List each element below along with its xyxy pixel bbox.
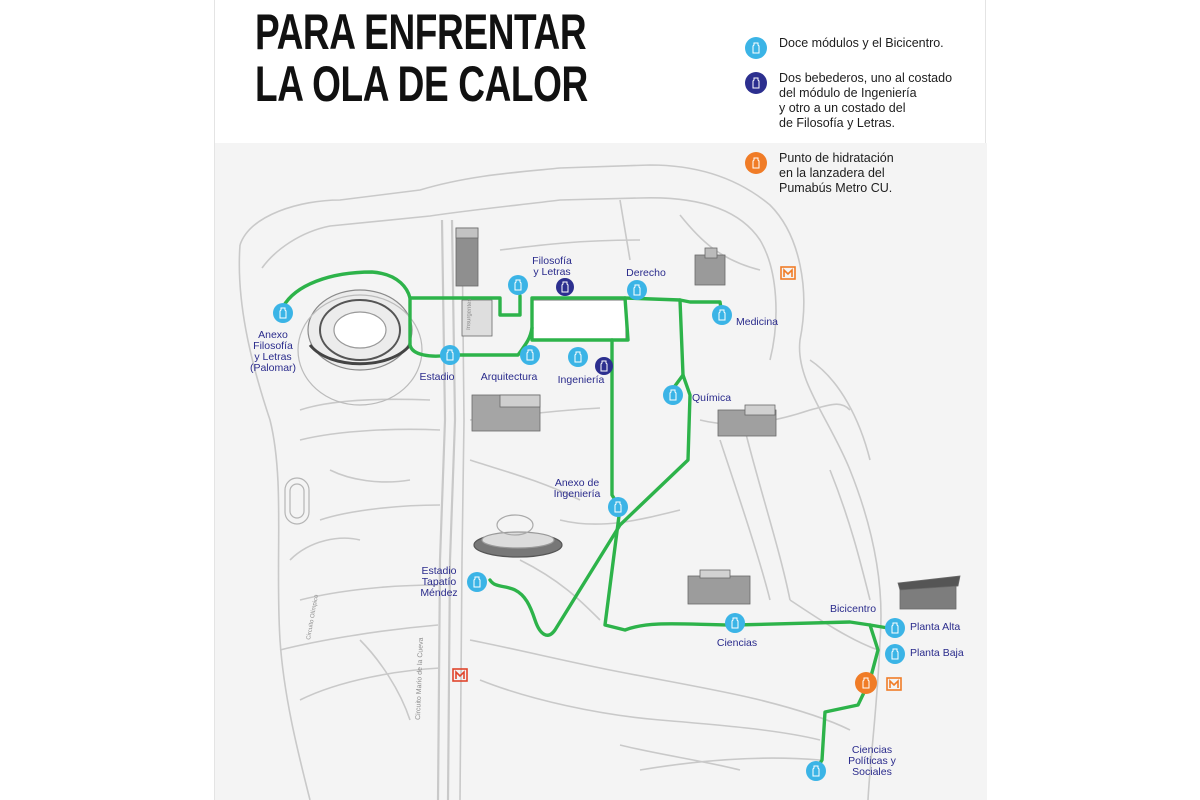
legend-modules: Doce módulos y el Bicicentro.	[745, 36, 985, 59]
water-bottle-icon[interactable]	[568, 347, 588, 367]
water-bottle-icon[interactable]	[627, 280, 647, 300]
legend-fountains: Dos bebederos, uno al costado del módulo…	[745, 71, 985, 131]
building-drawings	[455, 227, 961, 610]
label-ingenieria: Ingeniería	[557, 374, 605, 386]
legend-hydration-text: Punto de hidratación en la lanzadera del…	[779, 151, 894, 195]
legend-fountains-text: Dos bebederos, uno al costado del módulo…	[779, 71, 953, 130]
water-bottle-icon	[745, 37, 767, 59]
road-label-circuito: Circuito Olímpico	[306, 594, 320, 641]
water-bottle-icon[interactable]	[608, 497, 628, 517]
water-bottle-icon[interactable]	[508, 275, 528, 295]
athletic-track-drawing	[284, 477, 310, 525]
label-ciencias: Ciencias	[716, 637, 758, 649]
road-label-insurgentes: Insurgentes	[466, 299, 473, 331]
label-quimica: Química	[692, 392, 732, 404]
metro-logo-icon	[886, 677, 902, 691]
road-label-mario-de-la-cueva: Circuito Mario de la Cueva	[415, 637, 425, 720]
label-anexo-filosofia: Anexo Filosofía y Letras (Palomar)	[249, 329, 297, 374]
page-title: PARA ENFRENTAR LA OLA DE CALOR	[255, 6, 588, 110]
olympic-stadium-drawing	[297, 289, 423, 406]
label-medicina: Medicina	[736, 316, 779, 328]
hydration-point-icon	[745, 152, 767, 174]
title-line-1: PARA ENFRENTAR	[255, 4, 587, 60]
legend: Doce módulos y el Bicicentro. Dos bebede…	[745, 36, 985, 216]
metro-logo-icon	[452, 668, 468, 682]
water-bottle-icon[interactable]	[885, 644, 905, 664]
label-estadio-tapatio: Estadio Tapatío Méndez	[420, 565, 458, 599]
water-fountain-icon[interactable]	[556, 278, 574, 296]
label-filosofia: Filosofía y Letras	[532, 255, 572, 278]
label-estadio: Estadio	[419, 371, 455, 383]
water-fountain-icon[interactable]	[595, 357, 613, 375]
water-bottle-icon[interactable]	[725, 613, 745, 633]
label-planta-alta: Planta Alta	[910, 621, 961, 633]
water-bottle-icon[interactable]	[440, 345, 460, 365]
water-bottle-icon[interactable]	[806, 761, 826, 781]
label-ciencias-politicas: Ciencias Políticas y Sociales	[848, 744, 896, 778]
legend-modules-text: Doce módulos y el Bicicentro.	[779, 36, 944, 50]
label-derecho: Derecho	[626, 267, 666, 279]
metro-logo-icon	[780, 266, 796, 280]
water-bottle-icon[interactable]	[273, 303, 293, 323]
water-bottle-icon[interactable]	[520, 345, 540, 365]
water-bottle-icon[interactable]	[885, 618, 905, 638]
water-bottle-icon[interactable]	[663, 385, 683, 405]
tapatio-stadium-drawing	[473, 514, 563, 558]
title-line-2: LA OLA DE CALOR	[255, 56, 588, 112]
label-planta-baja: Planta Baja	[910, 647, 964, 659]
label-anexo-ingenieria: Anexo de Ingeniería	[553, 477, 601, 500]
label-bicicentro: Bicicentro	[829, 603, 877, 615]
hydration-route	[281, 270, 890, 772]
water-fountain-icon	[745, 72, 767, 94]
water-bottle-icon[interactable]	[712, 305, 732, 325]
hydration-point-icon[interactable]	[855, 672, 877, 694]
label-arquitectura: Arquitectura	[480, 371, 538, 383]
road-network	[238, 164, 882, 800]
legend-hydration: Punto de hidratación en la lanzadera del…	[745, 151, 985, 196]
water-bottle-icon[interactable]	[467, 572, 487, 592]
